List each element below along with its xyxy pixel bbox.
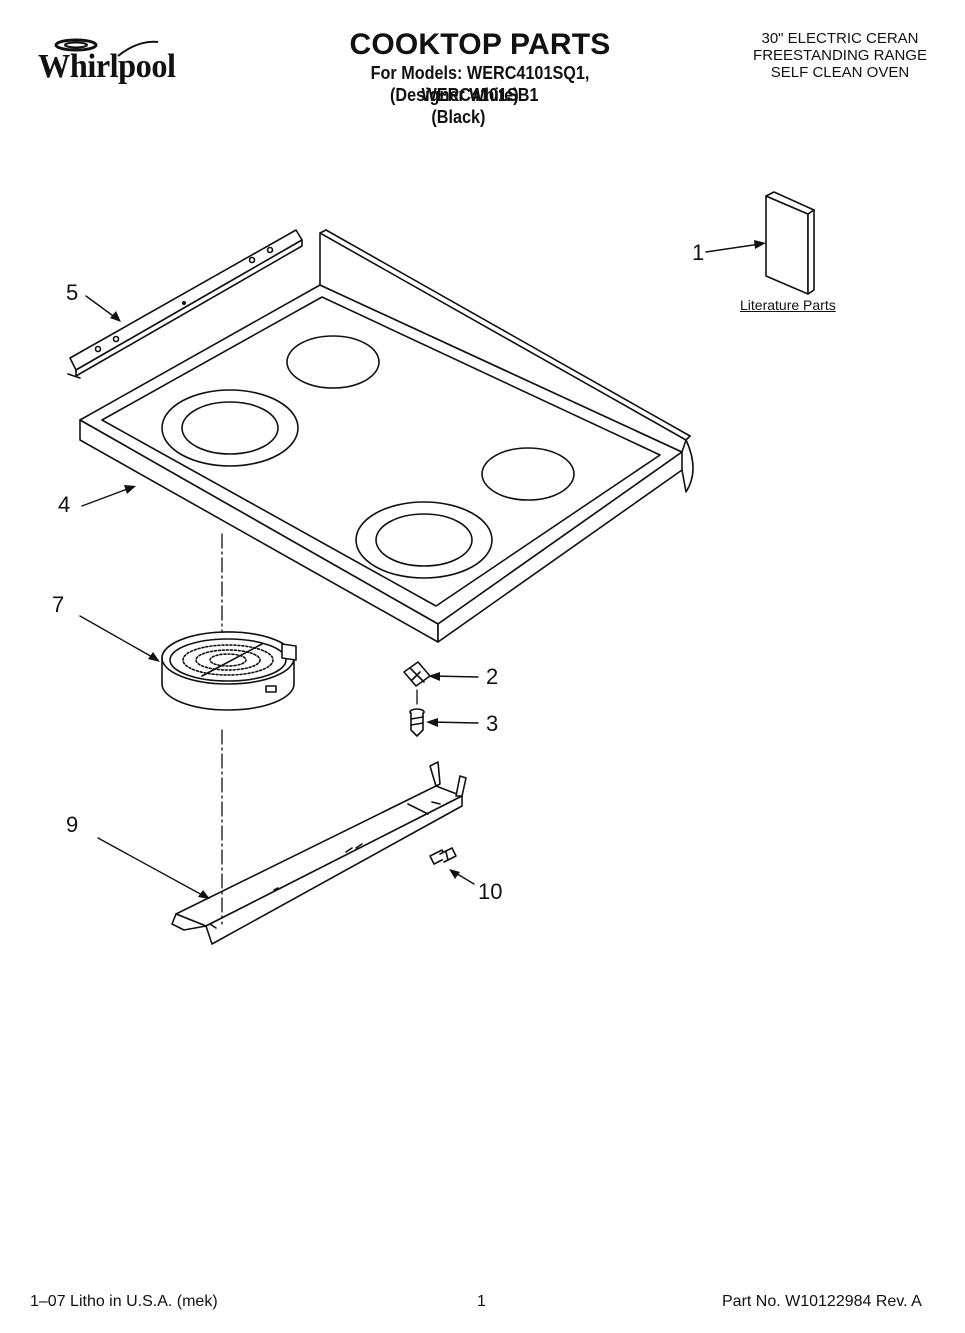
brand-logo bbox=[28, 36, 198, 96]
page-title: COOKTOP PARTS bbox=[349, 28, 611, 61]
cooktop-main-top-part bbox=[79, 229, 694, 643]
footer-page-number: 1 bbox=[477, 1293, 486, 1310]
brand-wordmark: Whirlpool bbox=[38, 48, 176, 85]
callout-4: 4 bbox=[58, 492, 71, 517]
literature-parts-label: Literature Parts bbox=[740, 297, 836, 313]
callout-10: 10 bbox=[478, 879, 503, 904]
callout-arrowheads bbox=[110, 240, 766, 899]
clip-part bbox=[403, 661, 431, 687]
callout-7: 7 bbox=[52, 592, 65, 617]
product-description: 30" ELECTRIC CERAN FREESTANDING RANGE SE… bbox=[720, 30, 960, 81]
callout-3: 3 bbox=[486, 711, 499, 736]
screw-part bbox=[409, 708, 425, 737]
model-variants: (Designer White) (Black) bbox=[390, 84, 615, 128]
callout-5: 5 bbox=[66, 280, 79, 305]
radiant-element-part bbox=[161, 631, 297, 711]
support-bracket-part bbox=[171, 761, 467, 945]
variant-black: (Black) bbox=[431, 107, 486, 127]
rear-trim-part bbox=[67, 229, 303, 379]
callout-9: 9 bbox=[66, 812, 79, 837]
assembly-guide-lines bbox=[221, 533, 418, 925]
product-line-1: 30" ELECTRIC CERAN bbox=[761, 30, 919, 47]
variant-white: (Designer White) bbox=[390, 85, 519, 105]
bolt-part bbox=[429, 847, 457, 865]
models-line: For Models: WERC4101SQ1, WERC4101SB1 bbox=[370, 63, 590, 105]
footer-part-number: Part No. W10122984 Rev. A bbox=[722, 1293, 922, 1310]
callout-2: 2 bbox=[486, 664, 499, 689]
literature-booklet-part bbox=[765, 191, 815, 295]
logo-swirl-icon bbox=[54, 38, 159, 57]
product-line-3: SELF CLEAN OVEN bbox=[770, 64, 910, 81]
product-line-2: FREESTANDING RANGE bbox=[753, 47, 927, 64]
footer-litho: 1–07 Litho in U.S.A. (mek) bbox=[30, 1293, 218, 1310]
callout-1: 1 bbox=[692, 240, 705, 265]
